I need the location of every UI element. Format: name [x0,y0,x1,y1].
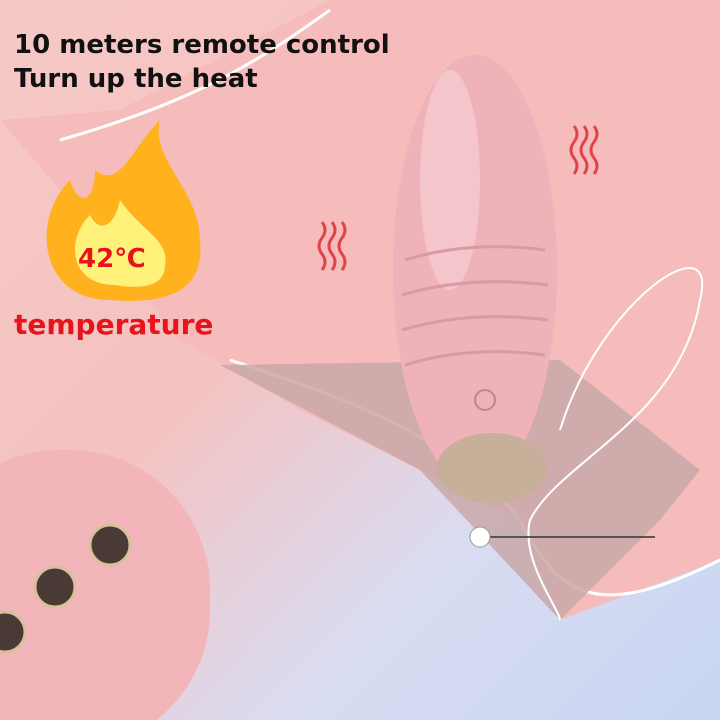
egg-ridges [401,245,549,367]
egg-highlight [420,70,480,290]
power-icon [474,389,496,411]
headline-line-2: Turn up the heat [14,64,258,94]
flame-icon [46,120,201,301]
temperature-label: temperature [14,308,214,341]
vibration-icon [317,125,599,271]
metal-tip [437,433,547,503]
temperature-value: 42℃ [78,244,146,274]
pointer-dot [469,526,491,548]
remote-button-down [0,610,27,654]
remote-button-mode [33,565,77,609]
headline: 10 meters remote control Turn up the hea… [14,28,390,96]
remote-button-up [88,523,132,567]
cord [527,267,704,621]
headline-line-1: 10 meters remote control [14,30,390,60]
remote-control [0,450,210,720]
